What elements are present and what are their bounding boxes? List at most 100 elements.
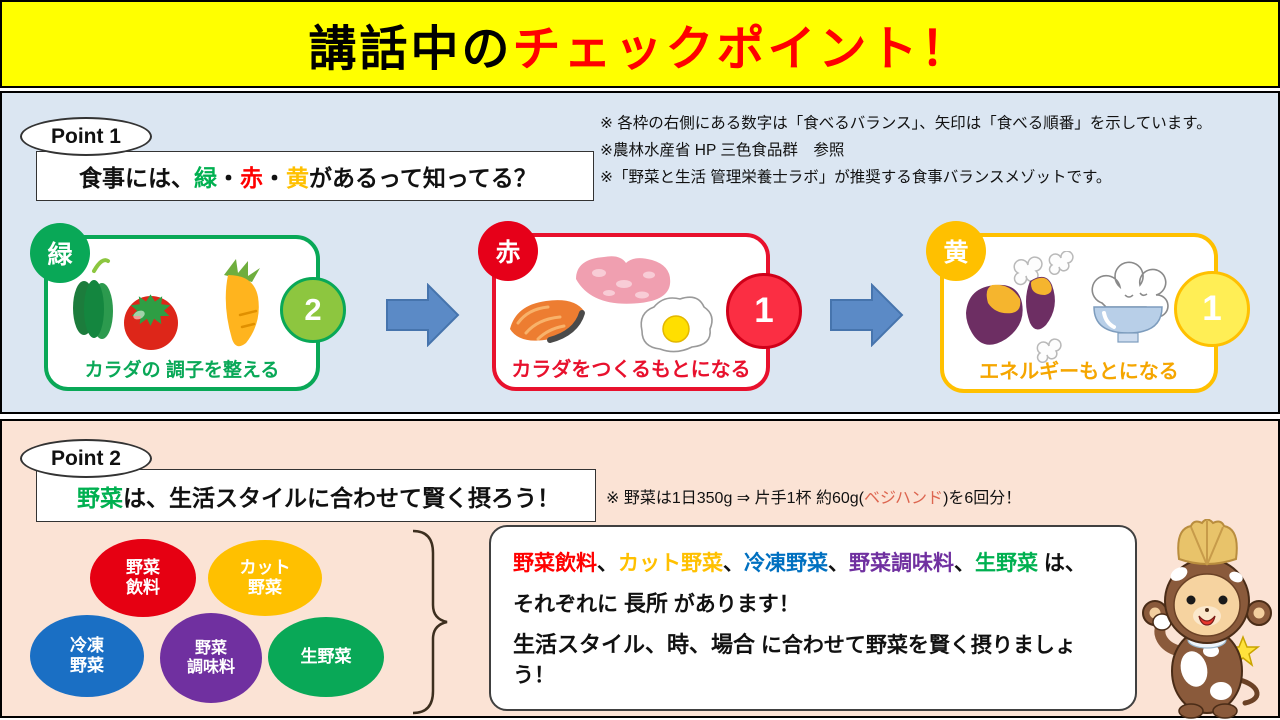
circle-label: 調味料: [186, 659, 235, 676]
note-text: ※ 野菜は1日350g ⇒ 片手1杯 約60g(: [606, 490, 865, 507]
green-food-group-box: 緑: [30, 223, 346, 391]
word-frozen-vegetables: 冷凍野菜: [744, 552, 828, 576]
point2-note: ※ 野菜は1日350g ⇒ 片手1杯 約60g(ベジハンド)を6回分！: [606, 484, 1021, 508]
yellow-number-text: 1: [1202, 289, 1222, 328]
question-text-end: があるって知ってる？: [309, 165, 537, 191]
circle-frozen-vegetables: 冷凍 野菜: [30, 615, 144, 697]
meat-icon: [576, 256, 671, 304]
circle-label: 野菜: [194, 639, 227, 657]
circle-cut-vegetables: カット 野菜: [208, 540, 322, 616]
pepper-icon: [73, 258, 113, 339]
circle-label: 野菜: [126, 557, 160, 577]
question-yellow-word: 黄: [286, 165, 309, 191]
header-banner: 講話中のチェックポイント！: [0, 0, 1280, 88]
page-title: 講話中の: [308, 23, 513, 76]
yellow-badge: 黄: [926, 221, 986, 281]
yellow-food-group-box: 黄: [926, 221, 1250, 393]
point2-statement-box: 野菜は、生活スタイルに合わせて賢く摂ろう！: [36, 469, 596, 522]
red-caption: カラダをつくるもとになる: [511, 359, 751, 381]
point2-section: Point 2 野菜は、生活スタイルに合わせて賢く摂ろう！ ※ 野菜は1日350…: [0, 419, 1280, 719]
arrow-right-icon: [830, 283, 904, 347]
red-badge: 赤: [478, 221, 538, 281]
separator: 、: [954, 552, 975, 576]
question-text: 食事には、: [79, 165, 194, 191]
vegetables-illustration: [73, 258, 260, 350]
note-line-3: ※「野菜と生活 管理栄養士ラボ」が推奨する食事バランスメゾットです。: [600, 169, 1112, 187]
green-badge: 緑: [30, 223, 90, 283]
message-line-2: それぞれに 長所 があります！: [513, 586, 1113, 618]
red-balance-number: 1: [726, 273, 802, 349]
circle-label: 生野菜: [300, 646, 352, 666]
note-highlight: ベジハンド: [864, 490, 944, 507]
separator: 、: [597, 552, 618, 576]
question-separator: ・: [263, 165, 286, 191]
point2-label: Point 2: [20, 439, 152, 478]
crown-hat-icon: [1177, 519, 1238, 566]
foot: [1212, 703, 1238, 719]
protein-foods-illustration: [510, 256, 713, 353]
emphasis-merits: 長所: [623, 590, 668, 616]
page-title-accent: チェックポイント！: [512, 23, 972, 76]
point1-label-text: Point 1: [50, 124, 121, 148]
word-vegetable-seasoning: 野菜調味料: [849, 552, 954, 576]
eye: [1186, 595, 1196, 605]
note-line-1: ※ 各枠の右側にある数字は「食べるバランス」、矢印は「食べる順番」を示しています…: [600, 115, 1212, 132]
question-separator: ・: [217, 165, 240, 191]
mouth: [1198, 615, 1216, 626]
word-raw-vegetables: 生野菜: [975, 552, 1038, 576]
nose: [1205, 608, 1209, 612]
line-end: は、: [1038, 552, 1086, 576]
circle-vegetable-seasoning: 野菜 調味料: [160, 613, 262, 703]
point2-label-text: Point 2: [50, 446, 121, 470]
word-cut-vegetables: カット野菜: [618, 552, 723, 576]
circle-label: 冷凍: [70, 635, 104, 655]
emphasis-lifestyle: 生活スタイル、時、場合: [513, 631, 756, 657]
line-text: があります！: [667, 592, 800, 616]
message-line-3: 生活スタイル、時、場合 に合わせて野菜を賢く摂りましょう！: [513, 627, 1113, 689]
carrot-icon: [224, 259, 260, 347]
red-badge-label: 赤: [495, 239, 521, 267]
arrow-right-icon: [386, 283, 460, 347]
salmon-icon: [510, 300, 585, 343]
steam-icon: [1013, 251, 1074, 364]
eye: [1218, 595, 1228, 605]
circle-label: カット: [239, 557, 291, 577]
energy-foods-illustration: [966, 251, 1169, 364]
foot: [1178, 703, 1204, 719]
circle-label: 飲料: [126, 578, 160, 597]
circle-vegetable-drink: 野菜 飲料: [90, 539, 196, 617]
green-balance-number: 2: [280, 277, 346, 343]
message-line-1: 野菜飲料、カット野菜、冷凍野菜、野菜調味料、生野菜 は、: [513, 547, 1113, 577]
circle-label: 野菜: [70, 656, 104, 675]
yellow-badge-label: 黄: [943, 239, 969, 267]
note-line-2: ※農林水産省 HP 三色食品群 参照: [600, 142, 845, 160]
tomato-icon: [124, 294, 178, 350]
green-badge-label: 緑: [47, 241, 73, 269]
point1-question-box: 食事には、緑・赤・黄 があるって知ってる？: [36, 151, 594, 201]
statement-text: は、生活スタイルに合わせて賢く摂ろう！: [123, 484, 560, 511]
red-number-text: 1: [754, 291, 774, 330]
sweet-potato-icon: [966, 276, 1055, 345]
yellow-caption: エネルギーもとになる: [979, 361, 1179, 383]
muzzle: [1193, 606, 1221, 626]
fried-egg-icon: [640, 296, 713, 353]
line-text: に合わせて野菜を賢く摂りましょう！: [513, 633, 1076, 687]
point1-label: Point 1: [20, 117, 152, 156]
red-food-group-box: 赤: [478, 221, 802, 391]
green-number-text: 2: [304, 292, 322, 327]
circle-raw-vegetables: 生野菜: [268, 617, 384, 697]
separator: 、: [723, 552, 744, 576]
rice-bowl-icon: [1091, 261, 1169, 343]
question-red-word: 赤: [240, 165, 263, 191]
line-text: それぞれに: [513, 592, 624, 616]
green-caption: カラダの 調子を整える: [84, 360, 280, 381]
separator: 、: [828, 552, 849, 576]
note-text-end: )を6回分！: [943, 490, 1022, 507]
monkey-mascot: [1142, 519, 1272, 719]
point1-notes: ※ 各枠の右側にある数字は「食べるバランス」、矢印は「食べる順番」を示しています…: [600, 110, 1278, 191]
grouping-brace-icon: [412, 529, 448, 715]
statement-green-word: 野菜: [77, 484, 123, 511]
circle-label: 野菜: [248, 578, 282, 597]
yellow-balance-number: 1: [1174, 271, 1250, 347]
